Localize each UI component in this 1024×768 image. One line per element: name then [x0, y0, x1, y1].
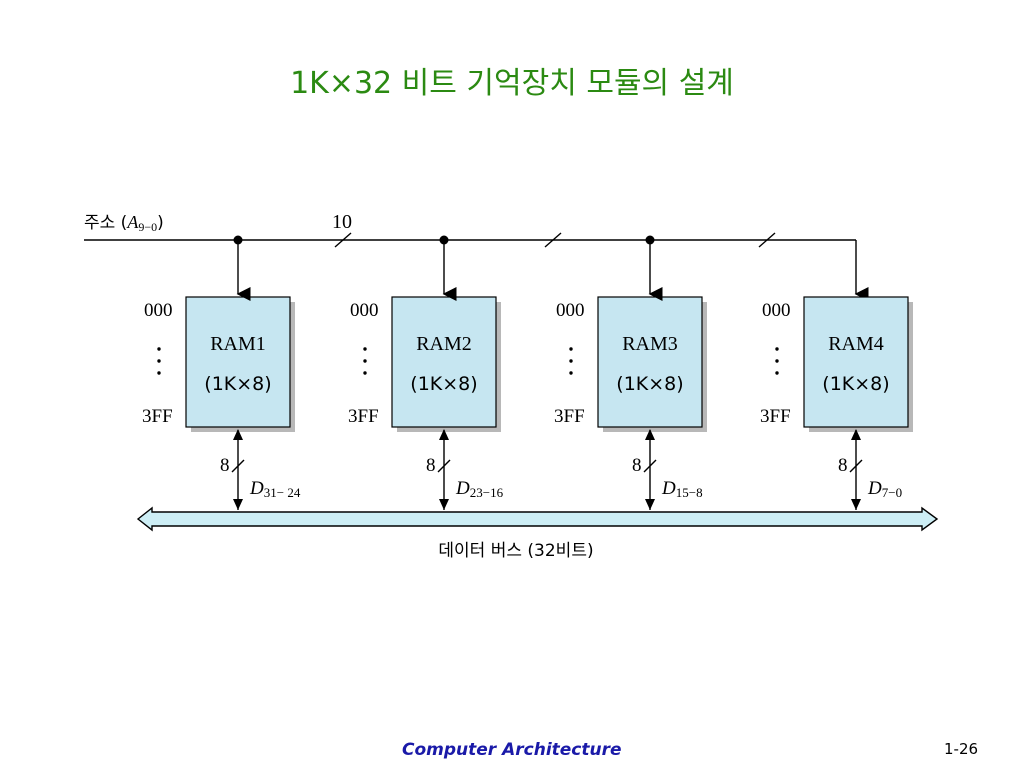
range-ellipsis-dot [775, 347, 779, 351]
ram-end-address: 3FF [348, 406, 379, 427]
range-ellipsis-dot [775, 359, 779, 363]
data-width-label: 8 [838, 455, 848, 476]
data-width-label: 8 [220, 455, 230, 476]
data-arrow-down [439, 499, 449, 510]
range-ellipsis-dot [157, 347, 161, 351]
data-arrow-up [233, 429, 243, 440]
ram-name: RAM1 [210, 333, 266, 355]
data-range-label: D31− 24 [249, 478, 301, 500]
range-ellipsis-dot [569, 347, 573, 351]
data-width-label: 8 [632, 455, 642, 476]
bus-slash [334, 232, 352, 248]
ram-start-address: 000 [762, 300, 791, 321]
ram-start-address: 000 [144, 300, 173, 321]
range-ellipsis-dot [569, 359, 573, 363]
ram-start-address: 000 [350, 300, 379, 321]
bus-slash [544, 232, 562, 248]
slide-title: 1K×32 비트 기억장치 모듈의 설계 [290, 66, 734, 101]
data-width-slash [849, 459, 863, 473]
ram-name: RAM2 [416, 333, 472, 355]
data-width-slash [231, 459, 245, 473]
ram-start-address: 000 [556, 300, 585, 321]
ram-size: (1K×8) [616, 373, 683, 395]
data-range-label: D23−16 [455, 478, 504, 500]
data-arrow-up [439, 429, 449, 440]
data-bus-label: 데이터 버스 (32비트) [438, 541, 593, 561]
range-ellipsis-dot [157, 359, 161, 363]
ram-name: RAM4 [828, 333, 884, 355]
ram-size: (1K×8) [822, 373, 889, 395]
ram-box [185, 296, 291, 428]
data-arrow-down [851, 499, 861, 510]
data-arrow-up [851, 429, 861, 440]
data-arrow-down [233, 499, 243, 510]
range-ellipsis-dot [157, 371, 161, 375]
data-arrow-up [645, 429, 655, 440]
ram-box [597, 296, 703, 428]
range-ellipsis-dot [363, 359, 367, 363]
range-ellipsis-dot [363, 371, 367, 375]
range-ellipsis-dot [363, 347, 367, 351]
footer-course-title: Computer Architecture [402, 740, 622, 760]
ram-end-address: 3FF [142, 406, 173, 427]
data-width-slash [643, 459, 657, 473]
data-bus [136, 506, 939, 532]
ram-size: (1K×8) [410, 373, 477, 395]
ram-end-address: 3FF [554, 406, 585, 427]
address-label: 주소 (A9−0) [84, 212, 164, 234]
bus-slash [758, 232, 776, 248]
ram-name: RAM3 [622, 333, 678, 355]
ram-end-address: 3FF [760, 406, 791, 427]
range-ellipsis-dot [569, 371, 573, 375]
range-ellipsis-dot [775, 371, 779, 375]
data-width-label: 8 [426, 455, 436, 476]
ram-size: (1K×8) [204, 373, 271, 395]
address-bus-width: 10 [332, 211, 352, 233]
ram-box [803, 296, 909, 428]
ram-module-4: RAM4 (1K×8) 000 3FF 8D7−0 [760, 296, 913, 510]
data-range-label: D15−8 [661, 478, 703, 500]
data-width-slash [437, 459, 451, 473]
data-range-label: D7−0 [867, 478, 902, 500]
footer-page-number: 1-26 [944, 740, 979, 758]
ram-box [391, 296, 497, 428]
data-arrow-down [645, 499, 655, 510]
